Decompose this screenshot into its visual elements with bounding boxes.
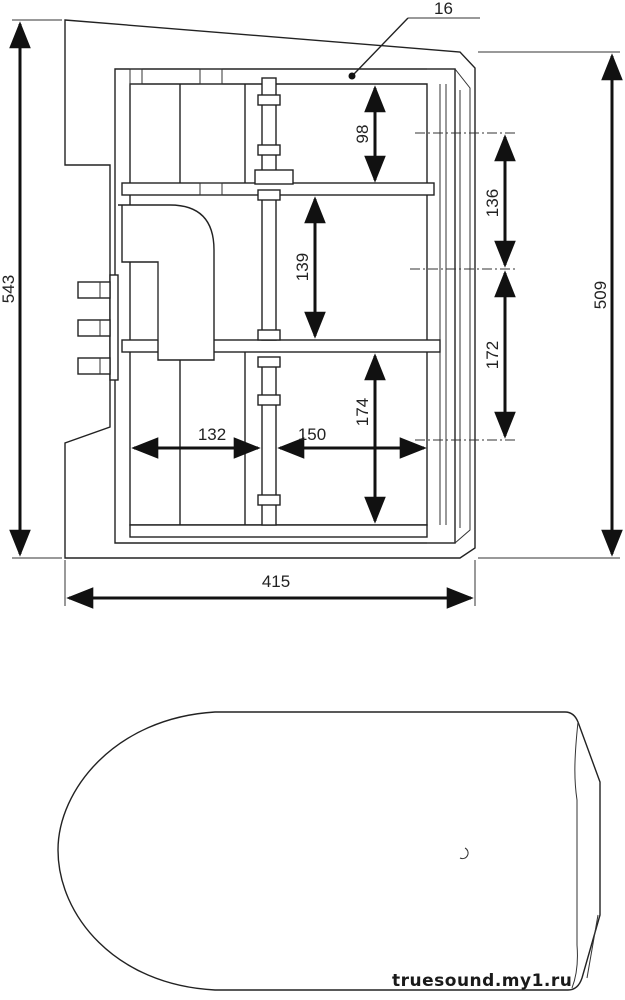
dim-panel-thickness: 16 [434,0,453,18]
dim-left-width: 132 [198,425,226,444]
dim-chamber-mid: 139 [293,253,312,281]
dim-port-spacing-lower: 172 [483,341,502,369]
top-outline-view [57,711,601,991]
dimension-lines [9,17,623,609]
dim-right-width: 150 [298,425,326,444]
side-section-view [64,19,476,559]
dim-port-spacing-upper: 136 [483,189,502,217]
dim-total-width: 415 [262,572,290,591]
site-watermark: truesound.my1.ru [392,971,572,991]
dim-chamber-bottom: 174 [353,398,372,426]
dim-chamber-top: 98 [353,125,372,144]
dim-inner-height: 509 [591,281,610,309]
dim-total-height: 543 [0,275,18,303]
